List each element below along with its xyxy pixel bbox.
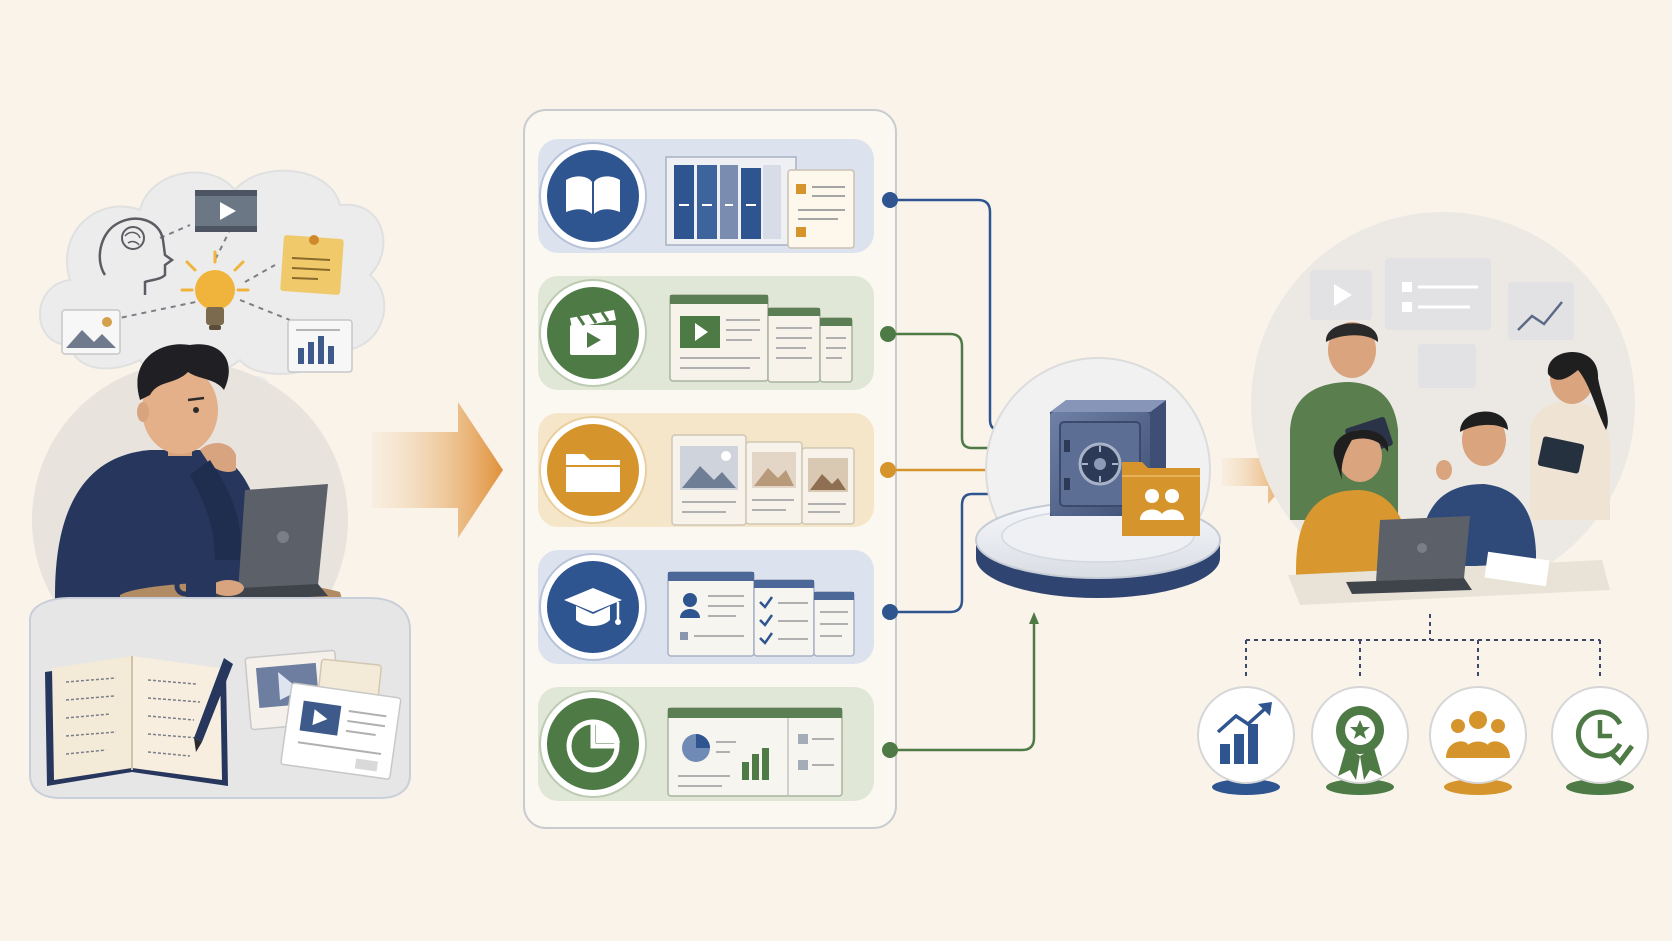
person-thinking	[55, 344, 345, 612]
folder-icon	[566, 454, 620, 492]
time-clock-icon	[1575, 709, 1634, 766]
video-cards-icon	[244, 649, 402, 780]
pie-chart-icon	[566, 719, 620, 773]
sticky-note-icon	[280, 235, 344, 295]
person-standing-woman	[1530, 352, 1611, 520]
laptop-icon	[1346, 516, 1472, 594]
category-row-education[interactable]	[538, 550, 898, 664]
pen-icon	[194, 658, 233, 752]
thought-cloud	[39, 169, 386, 429]
notebook-icon	[45, 656, 228, 786]
vault-hub	[975, 357, 1221, 598]
outcome-time	[1551, 686, 1649, 795]
team-scene	[1251, 212, 1635, 605]
outcome-tree	[1245, 614, 1601, 680]
video-icon	[195, 190, 257, 232]
category-panel	[523, 109, 898, 829]
outcome-growth	[1197, 686, 1295, 795]
thinker-scene	[29, 169, 411, 799]
outcome-award	[1311, 686, 1409, 795]
brain-icon	[98, 217, 175, 295]
image-icon	[61, 309, 121, 355]
mug-icon	[174, 568, 216, 602]
shared-folder-icon	[1122, 462, 1200, 536]
clapperboard-icon	[570, 310, 616, 355]
chart-icon	[287, 319, 353, 373]
category-row-analytics[interactable]	[538, 687, 898, 801]
lightbulb-icon	[180, 250, 250, 330]
growth-chart-icon	[1216, 702, 1272, 764]
desk-items	[29, 597, 411, 799]
award-ribbon-icon	[1336, 706, 1384, 780]
flow-arrow-1	[372, 402, 503, 538]
category-row-book[interactable]	[538, 139, 898, 253]
binders-and-document	[665, 156, 855, 249]
graduation-cap-icon	[564, 588, 622, 626]
video-documents	[669, 294, 853, 383]
analytics-dashboard	[667, 707, 843, 797]
profile-and-checklists	[667, 571, 855, 657]
outcome-team	[1429, 686, 1527, 795]
image-cards	[671, 434, 855, 526]
category-row-folder[interactable]	[538, 413, 896, 527]
category-row-video[interactable]	[538, 276, 896, 390]
book-icon	[566, 176, 620, 214]
team-icon	[1446, 711, 1510, 758]
